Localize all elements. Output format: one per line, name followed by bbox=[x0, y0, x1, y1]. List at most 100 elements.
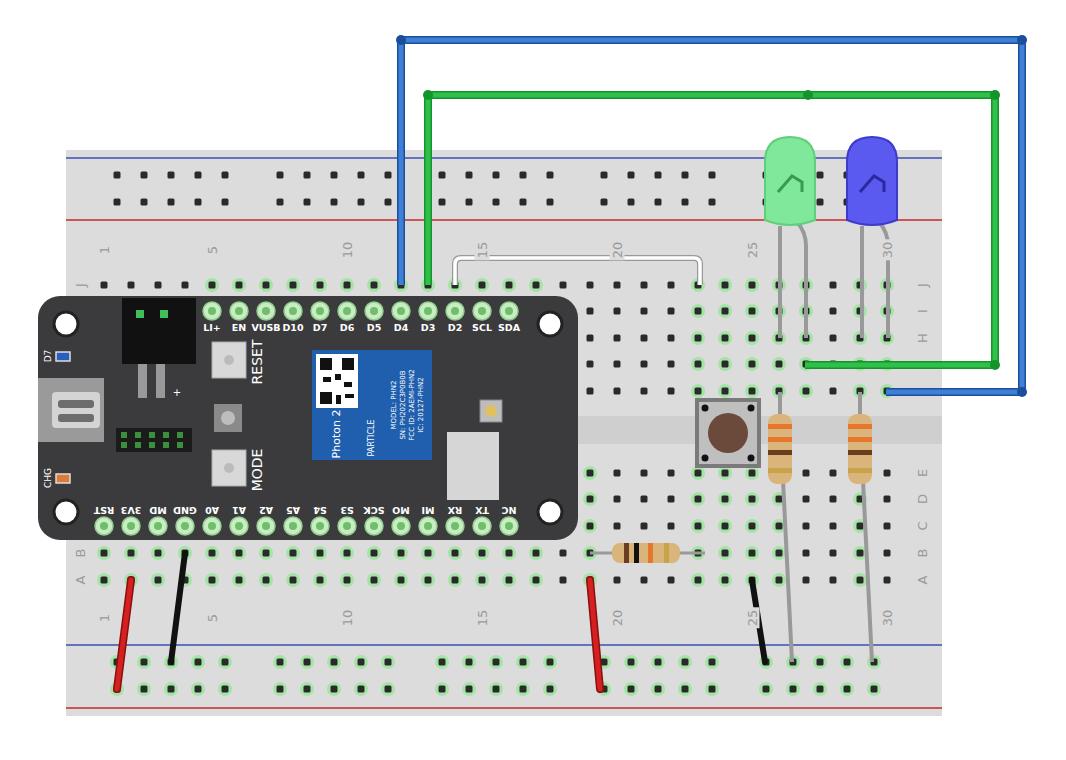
pin-label: RX bbox=[448, 505, 463, 515]
connected-hole bbox=[853, 573, 867, 587]
header-pin bbox=[505, 307, 513, 315]
breadboard-hole bbox=[709, 199, 716, 206]
breadboard-hole bbox=[722, 388, 729, 395]
connected-hole bbox=[772, 357, 786, 371]
breadboard-hole bbox=[830, 388, 837, 395]
column-number: 20 bbox=[610, 240, 625, 261]
breadboard-hole bbox=[452, 577, 459, 584]
breadboard-hole bbox=[695, 388, 702, 395]
connected-hole bbox=[691, 466, 705, 480]
breadboard-hole bbox=[830, 282, 837, 289]
pin-label: VUSB bbox=[251, 323, 280, 333]
header-pin bbox=[230, 302, 248, 320]
connected-hole bbox=[97, 546, 111, 560]
connected-hole bbox=[651, 655, 665, 669]
pin-label: NC bbox=[502, 505, 517, 515]
header-pin bbox=[451, 522, 459, 530]
breadboard-hole bbox=[155, 523, 162, 530]
breadboard-hole bbox=[385, 659, 392, 666]
breadboard-hole bbox=[263, 550, 270, 557]
connected-hole bbox=[313, 573, 327, 587]
board-pins bbox=[95, 302, 518, 535]
connected-hole bbox=[705, 682, 719, 696]
connected-hole bbox=[151, 546, 165, 560]
breadboard-hole bbox=[587, 335, 594, 342]
connected-hole bbox=[502, 573, 516, 587]
breadboard-hole bbox=[277, 172, 284, 179]
pin-label: SDA bbox=[498, 323, 520, 333]
breadboard-hole bbox=[479, 282, 486, 289]
header-pin bbox=[338, 302, 356, 320]
breadboard-hole bbox=[493, 659, 500, 666]
breadboard-hole bbox=[195, 659, 202, 666]
breadboard-hole bbox=[358, 199, 365, 206]
header-pin bbox=[478, 522, 486, 530]
breadboard-hole bbox=[439, 686, 446, 693]
connected-hole bbox=[867, 682, 881, 696]
breadboard-hole bbox=[344, 282, 351, 289]
usb-connector bbox=[38, 378, 104, 442]
breadboard-hole bbox=[682, 686, 689, 693]
wire-joint bbox=[396, 35, 1027, 397]
breadboard-hole bbox=[641, 577, 648, 584]
connected-hole bbox=[421, 573, 435, 587]
breadboard-hole bbox=[263, 308, 270, 315]
breadboard-hole bbox=[452, 308, 459, 315]
breadboard-hole bbox=[884, 496, 891, 503]
connected-hole bbox=[218, 655, 232, 669]
connected-hole bbox=[475, 546, 489, 560]
module-label bbox=[312, 350, 432, 460]
breadboard-hole bbox=[817, 659, 824, 666]
breadboard-hole bbox=[749, 523, 756, 530]
breadboard-hole bbox=[425, 577, 432, 584]
breadboard-hole bbox=[587, 308, 594, 315]
breadboard-hole bbox=[803, 523, 810, 530]
breadboard-hole bbox=[182, 523, 189, 530]
resistor-band bbox=[648, 543, 653, 563]
breadboard-hole bbox=[209, 577, 216, 584]
header-pin bbox=[397, 522, 405, 530]
connected-hole bbox=[772, 573, 786, 587]
power-wire bbox=[590, 580, 600, 689]
pin-label: SCK bbox=[363, 505, 384, 515]
breadboard-hole bbox=[155, 550, 162, 557]
breadboard-hole bbox=[371, 523, 378, 530]
qr-code bbox=[316, 354, 358, 408]
breadboard-hole bbox=[304, 172, 311, 179]
board-name: Photon 2 bbox=[331, 410, 342, 459]
connected-hole bbox=[286, 546, 300, 560]
column-number: 25 bbox=[745, 608, 760, 629]
pin-label: S4 bbox=[313, 505, 326, 515]
breadboard-hole bbox=[884, 550, 891, 557]
breadboard-hole bbox=[331, 199, 338, 206]
header-pin bbox=[338, 517, 356, 535]
breadboard-hole bbox=[776, 496, 783, 503]
header-pin bbox=[311, 517, 329, 535]
battery-connector bbox=[160, 310, 168, 318]
connected-hole bbox=[259, 573, 273, 587]
connected-hole bbox=[205, 278, 219, 292]
breadboard-hole bbox=[857, 577, 864, 584]
connected-hole bbox=[435, 682, 449, 696]
breadboard-hole bbox=[466, 659, 473, 666]
connected-hole bbox=[286, 573, 300, 587]
breadboard-hole bbox=[722, 496, 729, 503]
breadboard-hole bbox=[722, 470, 729, 477]
breadboard-hole bbox=[452, 550, 459, 557]
pin-label: MD bbox=[149, 505, 166, 515]
jumper-wire bbox=[455, 258, 700, 285]
connected-hole bbox=[745, 492, 759, 506]
connected-hole bbox=[340, 546, 354, 560]
debug-header bbox=[116, 428, 192, 452]
connected-hole bbox=[583, 519, 597, 533]
breadboard-hole bbox=[614, 523, 621, 530]
connected-hole bbox=[462, 682, 476, 696]
breadboard-hole bbox=[222, 686, 229, 693]
battery-connector bbox=[122, 298, 196, 364]
breadboard-hole bbox=[236, 282, 243, 289]
breadboard-hole bbox=[290, 577, 297, 584]
usb-connector bbox=[52, 392, 100, 428]
header-pin bbox=[419, 517, 437, 535]
breadboard-hole bbox=[493, 199, 500, 206]
header-pin bbox=[316, 522, 324, 530]
